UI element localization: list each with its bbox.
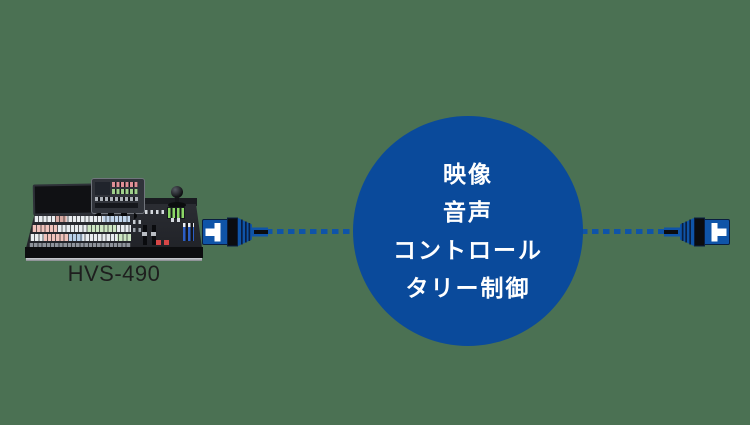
device-label: HVS-490 [67,261,161,286]
switcher-red-buttons [156,240,169,245]
switcher-mini-buttons [145,210,165,214]
switcher-base-edge [26,258,202,261]
switcher-mini-buttons [171,218,181,222]
switcher-blue-strip-caps [183,223,194,227]
switcher-touchscreen [91,178,145,214]
switcher-blue-strips [183,223,194,241]
hub-line-audio: 音声 [443,199,493,225]
hvs-490-switcher-illustration [25,170,203,262]
touchscreen-button-row-green [112,189,138,194]
switcher-button-row [29,243,131,247]
rj45-plug-left-icon [202,217,268,247]
rj45-plug-right-icon [664,217,730,247]
hub-line-tally: タリー制御 [405,275,531,301]
joystick-stem [175,196,179,204]
switcher-button-row [30,234,131,241]
touchscreen-display-area [95,182,110,195]
switcher-button-row [34,216,130,222]
switcher-base [25,247,203,258]
touchscreen-bezel [95,203,138,208]
dashed-cable-right [581,229,665,234]
dashed-cable-left [266,229,354,234]
switcher-button-row [32,225,131,232]
joystick-base [168,202,186,208]
touchscreen-button-row-gray [95,197,138,201]
switcher-fader-handles [142,232,157,236]
signal-hub-circle: 映像 音声 コントロール タリー制御 [353,116,583,346]
switcher-monitor [32,183,96,216]
joystick-ball [171,186,183,198]
hub-line-control: コントロール [393,237,543,263]
touchscreen-button-row-pink [112,182,138,187]
switcher-mini-buttons [133,228,144,232]
hub-line-video: 映像 [443,161,493,187]
switcher-mini-buttons [133,220,144,224]
